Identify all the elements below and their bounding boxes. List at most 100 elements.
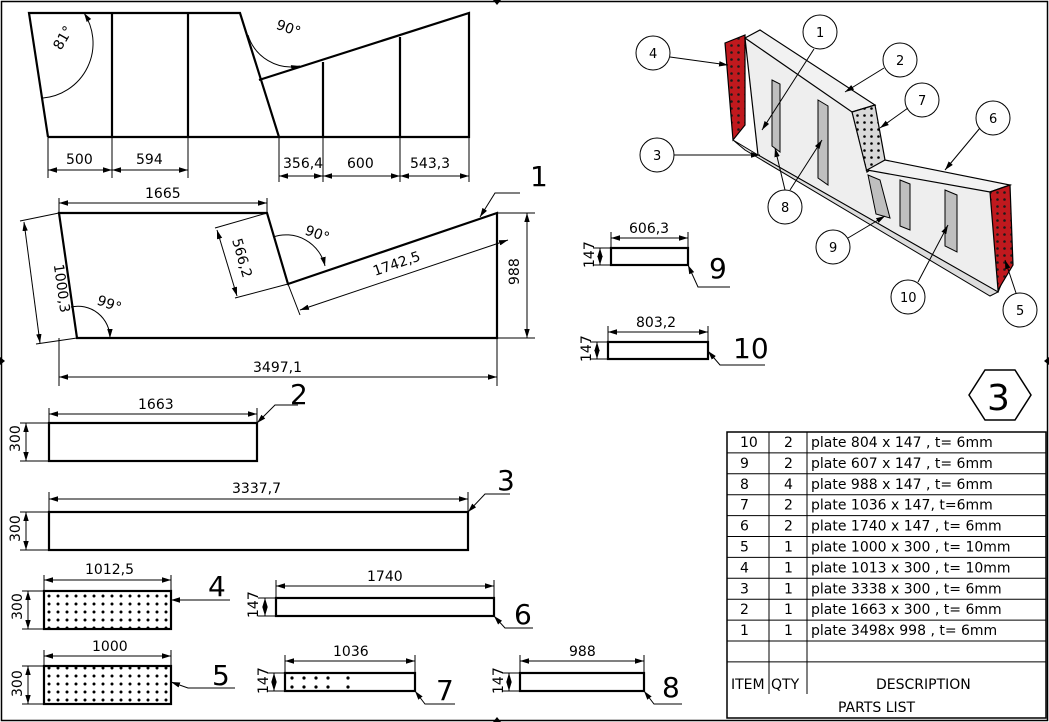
part-1-dim-left: 1000,3 [50,263,73,314]
parts-list-title: PARTS LIST [838,700,916,716]
item-cell: 8 [740,477,749,493]
part-1-dim-top: 1665 [145,186,181,202]
part-5-plate: 1000 300 5 [10,639,235,706]
isometric-assembly [724,29,1014,297]
part-3-plate: 3337,7 300 3 [8,464,515,552]
table-row: 3 1 plate 3338 x 300 , t= 6mm [740,581,1002,597]
part-10-dim-height: 147 [579,335,595,362]
part-5-dim-height: 300 [10,670,26,697]
iso-balloon-4: 4 [649,47,657,62]
part-4-dim-height: 300 [10,593,26,620]
part-3-dim-height: 300 [8,515,24,542]
item-cell: 9 [740,456,749,472]
part-8-plate: 988 147 8 [491,644,682,705]
part-5-label: 5 [212,659,230,692]
part-2-label: 2 [290,378,308,411]
parts-list-table: 10 2 plate 804 x 147 , t= 6mm 9 2 plate 607 x… [726,431,1047,719]
item-cell: 2 [740,602,749,618]
item-cell: 5 [740,540,749,556]
table-row: 4 1 plate 1013 x 300 , t= 10mm [740,560,1011,576]
part-7-dim-height: 147 [256,667,272,694]
description-cell: plate 3338 x 300 , t= 6mm [811,581,1002,597]
qty-cell: 2 [784,519,793,535]
table-row: 2 1 plate 1663 x 300 , t= 6mm [740,602,1002,618]
part-5-dim-length: 1000 [92,639,128,655]
iso-balloon-labels: 1 2 3 4 5 6 7 8 9 10 [649,26,1024,319]
part-6-dim-length: 1740 [367,569,403,585]
iso-balloon-5: 5 [1016,304,1024,319]
iso-balloons [635,14,1038,328]
part-1-plate: 1665 1000,3 566,2 1742,5 988 3497,1 90° … [19,160,548,386]
iso-balloon-7: 7 [918,94,926,109]
item-cell: 1 [740,623,749,639]
item-cell: 10 [740,435,758,451]
table-row: 10 2 plate 804 x 147 , t= 6mm [740,435,993,451]
qty-cell: 1 [784,540,793,556]
table-row: 6 2 plate 1740 x 147 , t= 6mm [740,519,1002,535]
part-9-dim-length: 606,3 [629,221,669,237]
part-1-dim-height: 988 [507,258,523,285]
description-cell: plate 1740 x 147 , t= 6mm [811,519,1002,535]
header-item: ITEM [731,677,765,693]
part-1-dim-bottom: 3497,1 [253,360,302,376]
part-1-angle-99: 99° [95,293,124,317]
part-4-plate: 1012,5 300 4 [10,562,230,631]
part-7-dim-length: 1036 [333,644,369,660]
part-9-dim-height: 147 [582,241,598,268]
item-cell: 3 [740,581,749,597]
iso-balloon-2: 2 [896,54,904,69]
part-1-dim-slant: 566,2 [228,237,254,280]
item-cell: 6 [740,519,749,535]
description-cell: plate 1000 x 300 , t= 10mm [811,540,1011,556]
iso-balloon-10: 10 [900,291,917,306]
description-cell: plate 988 x 147 , t= 6mm [811,477,993,493]
part-2-dim-length: 1663 [138,397,174,413]
part-8-dim-length: 988 [569,644,596,660]
part-1-label: 1 [530,160,548,193]
description-cell: plate 804 x 147 , t= 6mm [811,435,993,451]
item-cell: 4 [740,560,749,576]
part-7-label: 7 [436,674,454,707]
qty-cell: 2 [784,456,793,472]
part-7-plate: 1036 147 7 [256,644,455,707]
description-cell: plate 1036 x 147, t=6mm [811,498,993,514]
part-8-dim-height: 147 [491,667,507,694]
part-6-dim-height: 147 [246,591,262,618]
iso-webs [771,79,958,253]
qty-cell: 1 [784,602,793,618]
qty-cell: 2 [784,498,793,514]
sheet-number: 3 [987,378,1010,419]
dim-594: 594 [136,152,163,168]
qty-cell: 1 [784,581,793,597]
description-cell: plate 607 x 147 , t= 6mm [811,456,993,472]
description-cell: plate 3498x 998 , t= 6mm [811,623,997,639]
description-cell: plate 1013 x 300 , t= 10mm [811,560,1011,576]
table-row: 9 2 plate 607 x 147 , t= 6mm [740,456,993,472]
sheet-number-badge: 3 [968,369,1032,421]
iso-balloon-3: 3 [653,149,661,164]
part-6-plate: 1740 147 6 [246,569,533,631]
top-view: 81° 90° 500 594 356,4 600 543,3 [27,11,471,182]
iso-balloon-6: 6 [989,112,997,127]
iso-balloon-9: 9 [829,241,837,256]
dim-500: 500 [66,152,93,168]
dim-356-4: 356,4 [283,156,323,172]
part-3-label: 3 [497,464,515,497]
part-1-angle-90: 90° [303,223,332,247]
table-row: 5 1 plate 1000 x 300 , t= 10mm [740,540,1011,556]
part-10-label: 10 [733,332,769,365]
qty-cell: 4 [784,477,793,493]
part-3-dim-length: 3337,7 [232,481,281,497]
part-4-label: 4 [208,570,226,603]
description-cell: plate 1663 x 300 , t= 6mm [811,602,1002,618]
part-2-dim-height: 300 [8,425,24,452]
angle-81: 81° [51,23,77,53]
qty-cell: 1 [784,560,793,576]
qty-cell: 2 [784,435,793,451]
part-2-plate: 1663 300 2 [8,378,308,463]
iso-balloon-8: 8 [781,201,789,216]
